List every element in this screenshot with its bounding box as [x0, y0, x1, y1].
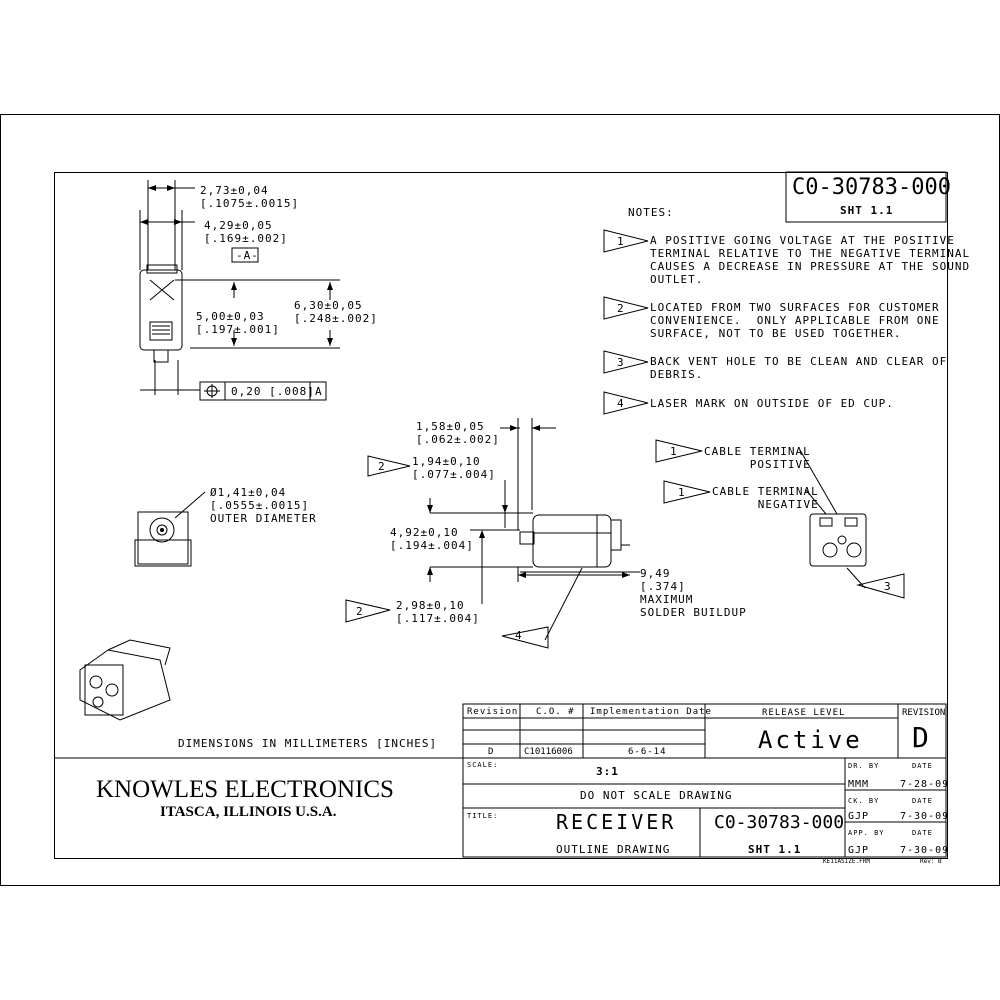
fcf-datum: A [315, 385, 323, 398]
note-1-number: 1 [617, 235, 625, 248]
callout-2b-number: 2 [356, 605, 364, 618]
company-name: KNOWLES ELECTRONICS [96, 776, 394, 803]
title-block-number: C0-30783-000 [714, 812, 845, 833]
dim-1-58: 1,58±0,05 [.062±.002] [416, 420, 500, 446]
dim-2-73: 2,73±0,04 [.1075±.0015] [200, 184, 300, 210]
cable-terminal-positive: CABLE TERMINAL POSITIVE [704, 445, 811, 471]
ck-by-value: GJP [848, 811, 870, 822]
dim-4-29: 4,29±0,05 [.169±.002] [204, 219, 288, 245]
app-by-value: GJP [848, 845, 870, 856]
scale-value: 3:1 [596, 765, 619, 778]
frame-file: KE11ASIZE.FRM [823, 858, 870, 865]
drawing-title: RECEIVER [556, 810, 677, 834]
rev-header-date: Implementation Date [590, 707, 712, 717]
rev-header-revision: Revision [467, 707, 519, 717]
app-by-label: APP. BY [848, 829, 885, 837]
revision-value: D [912, 721, 930, 754]
note-2-text: LOCATED FROM TWO SURFACES FOR CUSTOMER C… [650, 301, 940, 340]
callout-4-number: 4 [515, 629, 523, 642]
scale-label: SCALE: [467, 761, 499, 769]
cable-terminal-negative: CABLE TERMINAL NEGATIVE [712, 485, 819, 511]
app-date-label: DATE [912, 829, 933, 837]
title-block-sheet: SHT 1.1 [748, 843, 802, 856]
dim-1-94: 1,94±0,10 [.077±.004] [412, 455, 496, 481]
dr-by-value: MMM [848, 779, 870, 790]
ck-date-value: 7-30-09 [900, 811, 950, 822]
fcf-tolerance: 0,20 [.008] [231, 385, 315, 398]
callout-1b-number: 1 [678, 486, 686, 499]
drawing-border [54, 172, 948, 859]
app-date-value: 7-30-09 [900, 845, 950, 856]
rev-row-revision: D [488, 747, 495, 757]
company-location: ITASCA, ILLINOIS U.S.A. [160, 804, 337, 820]
dr-by-label: DR. BY [848, 762, 880, 770]
dim-5-00: 5,00±0,03 [.197±.001] [196, 310, 280, 336]
note-4-number: 4 [617, 397, 625, 410]
ck-by-label: CK. BY [848, 797, 880, 805]
note-4-text: LASER MARK ON OUTSIDE OF ED CUP. [650, 397, 894, 410]
note-3-number: 3 [617, 356, 625, 369]
dim-6-30: 6,30±0,05 [.248±.002] [294, 299, 378, 325]
note-2-number: 2 [617, 302, 625, 315]
units-note: DIMENSIONS IN MILLIMETERS [INCHES] [178, 737, 438, 750]
callout-3-number: 3 [884, 580, 892, 593]
dim-9-49: 9,49 [.374] MAXIMUM SOLDER BUILDUP [640, 567, 747, 619]
callout-2a-number: 2 [378, 460, 386, 473]
revision-label: REVISION [902, 708, 946, 718]
notes-title: NOTES: [628, 206, 674, 219]
callout-1a-number: 1 [670, 445, 678, 458]
dr-date-value: 7-28-09 [900, 779, 950, 790]
dim-2-98: 2,98±0,10 [.117±.004] [396, 599, 480, 625]
drawing-subtitle: OUTLINE DRAWING [556, 843, 671, 856]
note-3-text: BACK VENT HOLE TO BE CLEAN AND CLEAR OF … [650, 355, 948, 381]
drawing-number-header: C0-30783-000 [792, 175, 951, 200]
sheet-header: SHT 1.1 [840, 204, 894, 217]
datum-a: -A- [236, 249, 259, 262]
title-label: TITLE: [467, 812, 499, 820]
do-not-scale-note: DO NOT SCALE DRAWING [580, 789, 733, 802]
rev-header-co: C.O. # [536, 707, 575, 717]
dim-4-92: 4,92±0,10 [.194±.004] [390, 526, 474, 552]
ck-date-label: DATE [912, 797, 933, 805]
rev-row-date: 6-6-14 [628, 747, 667, 757]
dim-diameter-1-41: Ø1,41±0,04 [.0555±.0015] OUTER DIAMETER [210, 486, 317, 525]
note-1-text: A POSITIVE GOING VOLTAGE AT THE POSITIVE… [650, 234, 971, 286]
release-level-label: RELEASE LEVEL [762, 708, 846, 718]
release-level-value: Active [758, 726, 863, 754]
dr-date-label: DATE [912, 762, 933, 770]
frame-rev: Rev: B [920, 858, 942, 865]
rev-row-co: C10116006 [524, 747, 573, 757]
